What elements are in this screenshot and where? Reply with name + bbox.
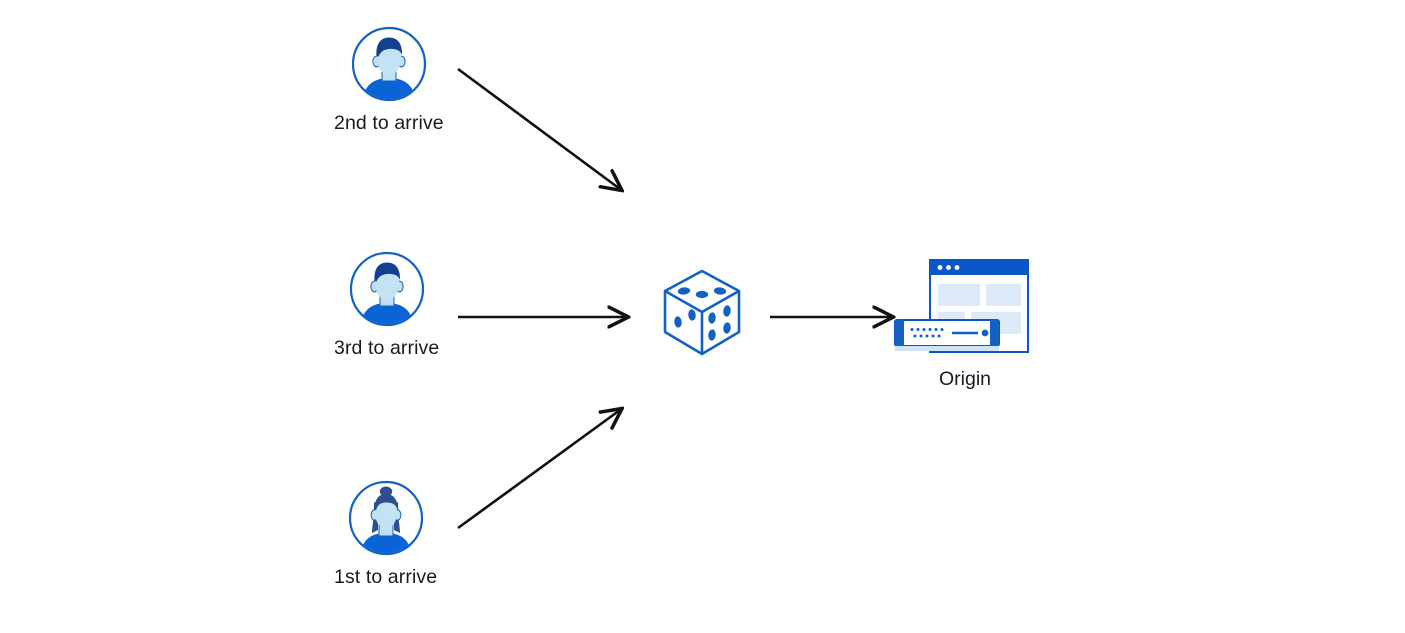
user-avatar-icon: [349, 251, 425, 327]
user-avatar-icon: [351, 26, 427, 102]
client-label-bottom: 1st to arrive: [334, 566, 438, 588]
origin-node[interactable]: Origin: [890, 258, 1040, 390]
arrow-top-to-dice: [457, 67, 620, 189]
client-label-middle: 3rd to arrive: [334, 337, 440, 359]
user-avatar-icon: [348, 480, 424, 556]
arrow-bottom-to-dice: [457, 410, 620, 530]
dice-icon[interactable]: [661, 268, 743, 363]
origin-label: Origin: [938, 368, 992, 390]
client-label-top: 2nd to arrive: [334, 112, 444, 134]
client-node-middle[interactable]: 3rd to arrive: [334, 251, 439, 359]
origin-server-icon: [890, 258, 1040, 358]
client-node-top[interactable]: 2nd to arrive: [334, 26, 444, 134]
client-node-bottom[interactable]: 1st to arrive: [334, 480, 437, 588]
